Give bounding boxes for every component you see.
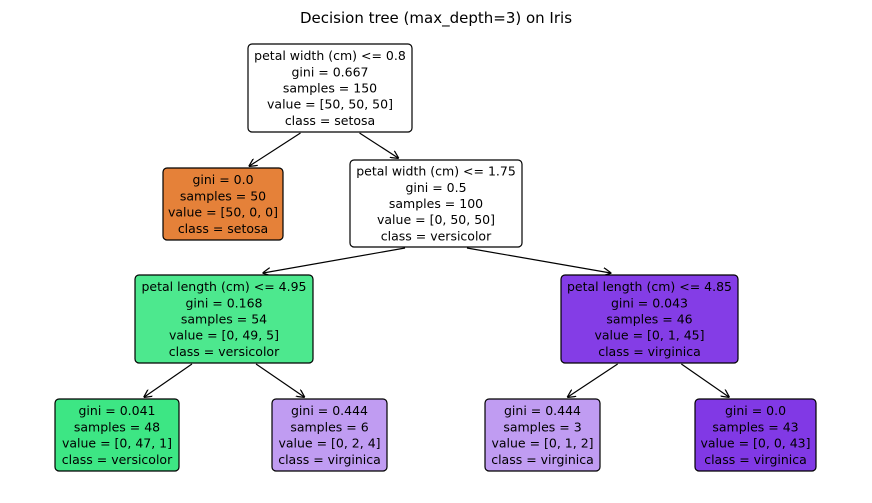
- tree-node-box: [162, 167, 284, 241]
- tree-node-line: samples = 3: [503, 419, 581, 434]
- tree-node-line: class = virginica: [704, 452, 807, 467]
- tree-node-box: [271, 398, 388, 472]
- tree-node-line: samples = 6: [290, 419, 368, 434]
- tree-node-line: gini = 0.041: [78, 403, 155, 418]
- tree-node-line: petal length (cm) <= 4.95: [142, 279, 307, 294]
- tree-edge-arrow: [359, 132, 399, 158]
- tree-node-line: class = virginica: [278, 452, 381, 467]
- tree-edge-arrow: [568, 363, 618, 397]
- tree-node-line: value = [0, 1, 45]: [594, 328, 704, 343]
- tree-node-line: value = [0, 1, 2]: [491, 436, 593, 451]
- tree-node-line: samples = 50: [180, 188, 266, 203]
- tree-node-line: gini = 0.444: [504, 403, 581, 418]
- tree-node-line: gini = 0.0: [192, 172, 253, 187]
- tree-node-line: samples = 150: [283, 81, 377, 96]
- tree-edge-arrow: [681, 363, 729, 397]
- tree-node-box: [247, 43, 413, 133]
- edges-layer: [144, 132, 729, 397]
- tree-node-line: class = setosa: [285, 113, 375, 128]
- tree-node-line: gini = 0.5: [405, 180, 466, 195]
- tree-node-line: class = versicolor: [62, 452, 173, 467]
- tree-node-line: petal length (cm) <= 4.85: [567, 279, 732, 294]
- tree-node-line: gini = 0.0: [725, 403, 786, 418]
- tree-node-line: gini = 0.444: [291, 403, 368, 418]
- tree-node-line: petal width (cm) <= 1.75: [356, 164, 516, 179]
- tree-node-box: [694, 398, 817, 472]
- tree-node-line: value = [0, 0, 43]: [700, 436, 810, 451]
- tree-node-line: value = [0, 50, 50]: [377, 212, 495, 227]
- diagram-title: Decision tree (max_depth=3) on Iris: [300, 9, 572, 28]
- tree-edge-arrow: [466, 247, 611, 273]
- tree-node-box: [560, 274, 739, 364]
- tree-edge-arrow: [255, 363, 304, 397]
- tree-node-line: value = [0, 47, 1]: [62, 436, 172, 451]
- tree-node-line: gini = 0.168: [185, 295, 262, 310]
- tree-edge-arrow: [144, 363, 193, 397]
- tree-node-line: petal width (cm) <= 0.8: [254, 48, 406, 63]
- tree-node-line: samples = 54: [181, 312, 267, 327]
- tree-node-line: value = [0, 49, 5]: [169, 328, 279, 343]
- tree-node-line: gini = 0.667: [291, 64, 368, 79]
- tree-node-line: value = [50, 50, 50]: [267, 97, 393, 112]
- tree-edge-arrow: [263, 247, 406, 273]
- tree-node-line: value = [0, 2, 4]: [278, 436, 380, 451]
- tree-node-line: samples = 43: [712, 419, 798, 434]
- tree-node-line: value = [50, 0, 0]: [168, 205, 278, 220]
- tree-node-line: class = virginica: [491, 452, 594, 467]
- tree-node-line: class = versicolor: [381, 228, 492, 243]
- tree-node-box: [484, 398, 601, 472]
- tree-node-line: samples = 46: [606, 312, 692, 327]
- tree-node-box: [134, 274, 314, 364]
- tree-node-line: class = versicolor: [169, 344, 280, 359]
- tree-edge-arrow: [249, 132, 301, 166]
- tree-node-line: class = setosa: [178, 221, 268, 236]
- tree-node-box: [54, 398, 180, 472]
- tree-node-line: gini = 0.043: [611, 295, 688, 310]
- tree-node-line: class = virginica: [598, 344, 701, 359]
- tree-node-line: samples = 48: [74, 419, 160, 434]
- tree-node-line: samples = 100: [389, 196, 483, 211]
- tree-node-box: [349, 159, 523, 248]
